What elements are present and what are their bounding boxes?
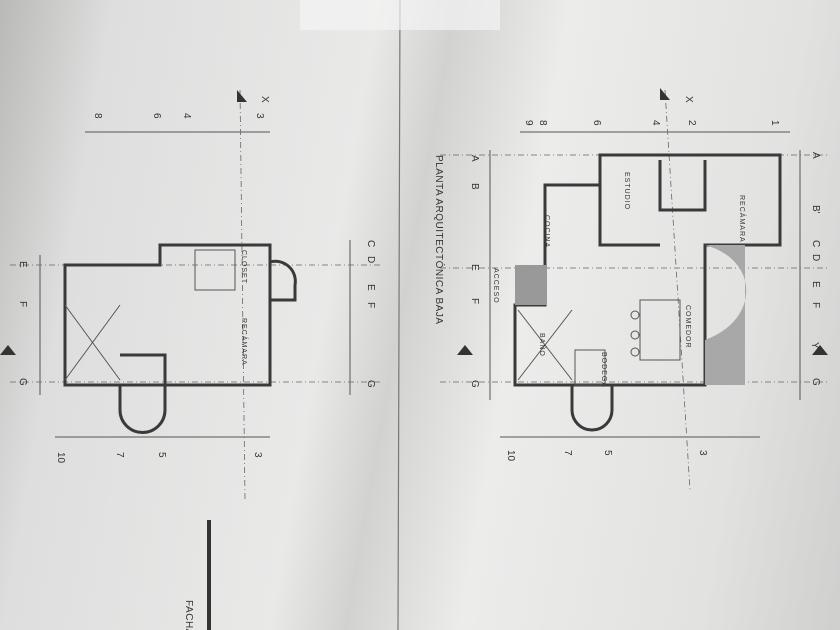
grid-number: 3 — [254, 113, 265, 119]
axis-markers: X Y X — [0, 88, 828, 355]
grid-letter: F — [365, 302, 376, 308]
y-axis-arrow-icon — [457, 345, 473, 355]
room-label-bano: BAÑO — [538, 333, 547, 357]
grid-letter: B — [469, 183, 480, 190]
room-label-recamara: RECÁMARA — [738, 195, 747, 243]
right-floor-plan — [513, 153, 782, 432]
grid-letter: D — [365, 256, 376, 263]
grid-number: 7 — [562, 450, 573, 456]
grid-letter: G — [810, 378, 821, 386]
grid-letter: E — [17, 261, 28, 268]
paper-fold — [397, 0, 401, 630]
grid-number: 8 — [537, 120, 548, 126]
grid-number: 8 — [92, 113, 103, 119]
grid-number: 10 — [505, 450, 516, 462]
grid-letters: A B E F G A B' C D E F G C D E F G E F G — [17, 152, 821, 388]
room-label-estudio: ESTUDIO — [623, 172, 630, 210]
grid-number: 3 — [697, 450, 708, 456]
room-label-cocina: COCINA — [543, 215, 550, 248]
grid-letter: B' — [810, 205, 821, 214]
x-axis-arrow-icon — [237, 90, 247, 102]
y-axis-arrow-icon — [812, 345, 828, 355]
plan-title: PLANTA ARQUITECTÓNICA BAJA — [433, 155, 446, 325]
grid-number: 6 — [151, 113, 162, 119]
facade-wall — [207, 520, 211, 630]
grid-numbers: 9 8 6 4 2 1 10 7 5 3 8 6 4 3 10 7 5 3 — [55, 113, 780, 464]
x-axis-arrow-icon — [660, 88, 670, 100]
grid-number: 4 — [650, 120, 661, 126]
grid-number: 7 — [114, 452, 125, 458]
grid-letter: G — [365, 380, 376, 388]
access-paving — [515, 265, 547, 305]
grid-letter: A — [810, 152, 821, 159]
grid-letter: D — [810, 254, 821, 261]
grid-letter: G — [17, 378, 28, 386]
dimension-lines — [39, 131, 801, 438]
grid-number: 4 — [181, 113, 192, 119]
stone-terrace — [705, 245, 747, 385]
y-axis-label: Y — [809, 342, 820, 349]
left-floor-plan — [63, 243, 297, 434]
grid-letter: F — [810, 302, 821, 308]
grid-letter: A — [469, 155, 480, 162]
room-label-closet: CLOSET — [240, 250, 247, 284]
grid-number: 10 — [55, 452, 66, 464]
room-label-recamara-left: RECÁMARA — [240, 318, 249, 366]
room-label-comedor: COMEDOR — [684, 305, 691, 349]
grid-letter: F — [17, 301, 28, 307]
y-axis-arrow-icon — [0, 345, 16, 355]
grid-letter: E — [365, 284, 376, 291]
grid-letter: E — [810, 281, 821, 288]
grid-letter: C — [365, 240, 376, 247]
grid-axes — [10, 89, 830, 501]
grid-letter: C — [810, 240, 821, 247]
grid-number: 5 — [602, 450, 613, 456]
room-label-acceso: ACCESO — [492, 268, 499, 304]
grid-letter: E — [469, 264, 480, 271]
facade-label: FACHA — [183, 600, 194, 630]
room-label-bodega: BODEGA — [600, 352, 607, 388]
x-axis-label: X — [259, 96, 270, 103]
grid-letter: F — [469, 298, 480, 304]
dining-table — [639, 299, 681, 361]
grid-number: 3 — [252, 452, 263, 458]
grid-letter: G — [469, 380, 480, 388]
grid-number: 1 — [769, 120, 780, 126]
grid-number: 6 — [591, 120, 602, 126]
grid-number: 5 — [156, 452, 167, 458]
plastic-glare — [300, 0, 500, 30]
x-axis-label: X — [683, 96, 694, 103]
grid-number: 2 — [686, 120, 697, 126]
grid-number: 9 — [523, 120, 534, 126]
